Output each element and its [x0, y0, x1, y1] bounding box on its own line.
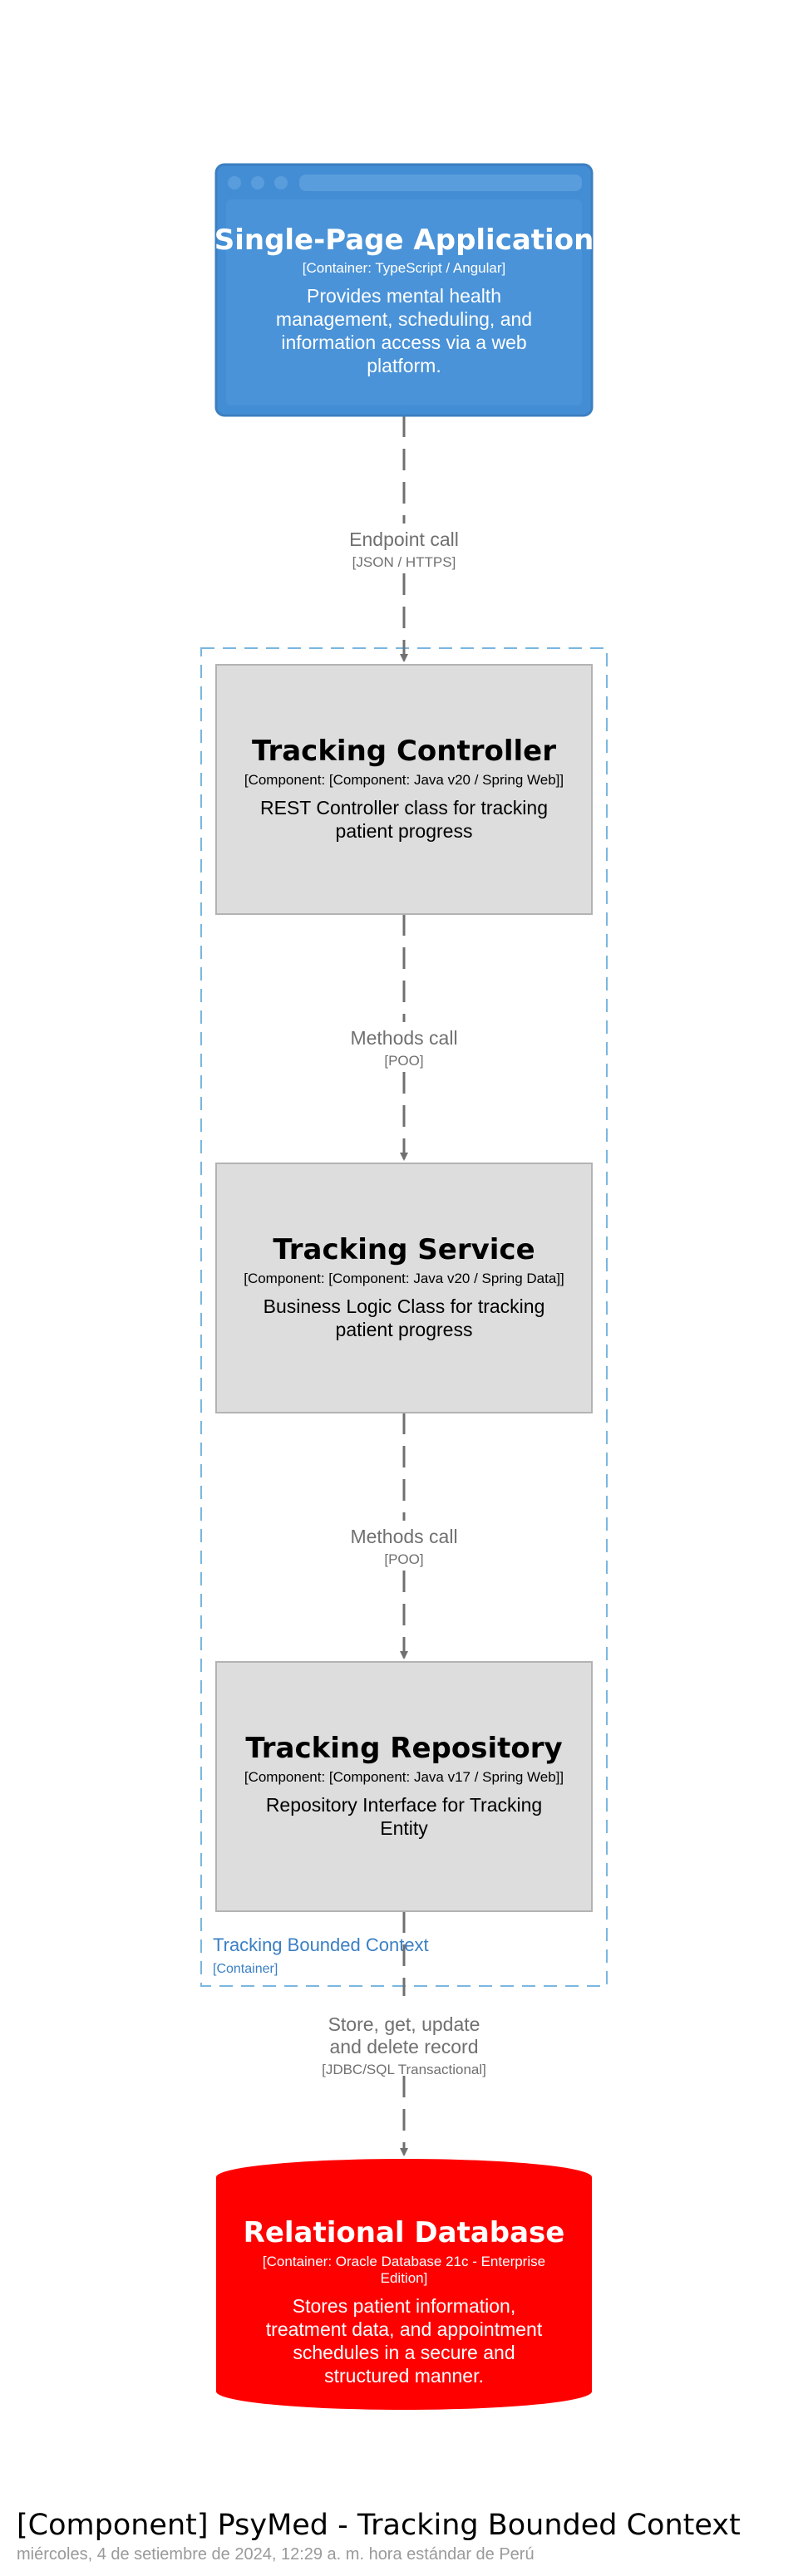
description-line-4: platform.	[367, 355, 441, 376]
database-title: Relational Database	[244, 2216, 565, 2249]
relationship-label-line-1: Store, get, update	[328, 2013, 480, 2035]
container-title: Single-Page Application	[214, 224, 594, 257]
single-page-application-container: Single-Page Application [Container: Type…	[214, 163, 594, 417]
description-line-2: patient progress	[336, 820, 473, 842]
description-line-4: structured manner.	[324, 2365, 484, 2387]
tracking-repository-component: Tracking Repository [Component: [Compone…	[215, 1661, 593, 1912]
relationship-technology: [POO]	[384, 1551, 423, 1567]
container-technology: [Container: TypeScript / Angular]	[303, 260, 505, 276]
boundary-type: [Container]	[213, 1962, 278, 1976]
relational-database-container: Relational Database [Container: Oracle D…	[216, 2159, 592, 2410]
relationship-label: Methods call	[350, 1526, 457, 1547]
component-technology: [Component: [Component: Java v20 / Sprin…	[244, 772, 564, 788]
browser-dot-icon	[251, 176, 264, 189]
relationship-technology: [JDBC/SQL Transactional]	[322, 2062, 486, 2077]
component-technology: [Component: [Component: Java v20 / Sprin…	[244, 1271, 564, 1286]
relationship-spa-to-controller: Endpoint call [JSON / HTTPS]	[349, 415, 459, 662]
diagram-subtitle: miércoles, 4 de setiembre de 2024, 12:29…	[17, 2545, 535, 2564]
component-title: Tracking Repository	[245, 1732, 562, 1765]
relationship-technology: [JSON / HTTPS]	[352, 554, 456, 570]
description-line-3: schedules in a secure and	[293, 2342, 515, 2363]
description-line-1: Business Logic Class for tracking	[264, 1295, 545, 1317]
description-line-2: treatment data, and appointment	[266, 2318, 543, 2340]
component-title: Tracking Service	[273, 1233, 535, 1266]
relationship-label: Endpoint call	[349, 528, 459, 550]
relationship-label: Methods call	[350, 1027, 457, 1049]
database-technology-line-1: [Container: Oracle Database 21c - Enterp…	[263, 2254, 545, 2269]
description-line-2: patient progress	[336, 1319, 473, 1340]
description-line-1: Provides mental health	[307, 285, 501, 307]
description-line-2: management, scheduling, and	[276, 308, 532, 330]
description-line-1: REST Controller class for tracking	[260, 797, 548, 819]
diagram-footer: [Component] PsyMed - Tracking Bounded Co…	[17, 2509, 741, 2564]
boundary-title: Tracking Bounded Context	[213, 1934, 429, 1955]
tracking-service-component: Tracking Service [Component: [Component:…	[215, 1163, 593, 1413]
browser-dot-icon	[274, 176, 288, 189]
description-line-2: Entity	[380, 1817, 428, 1839]
relationship-repository-to-database: Store, get, update and delete record [JD…	[322, 1911, 486, 2156]
tracking-controller-component: Tracking Controller [Component: [Compone…	[215, 664, 593, 915]
description-line-3: information access via a web	[281, 332, 526, 353]
relationship-label-line-2: and delete record	[329, 2036, 478, 2057]
relationship-technology: [POO]	[384, 1053, 423, 1069]
component-title: Tracking Controller	[252, 735, 556, 768]
component-technology: [Component: [Component: Java v17 / Sprin…	[244, 1769, 564, 1785]
relationship-service-to-repository: Methods call [POO]	[350, 1413, 458, 1659]
description-line-1: Repository Interface for Tracking	[266, 1794, 542, 1816]
description-line-1: Stores patient information,	[293, 2295, 515, 2317]
database-technology-line-2: Edition]	[381, 2270, 428, 2286]
relationship-controller-to-service: Methods call [POO]	[350, 914, 458, 1161]
browser-address-bar	[299, 175, 582, 191]
browser-dot-icon	[228, 176, 241, 189]
diagram-title: [Component] PsyMed - Tracking Bounded Co…	[17, 2509, 741, 2542]
